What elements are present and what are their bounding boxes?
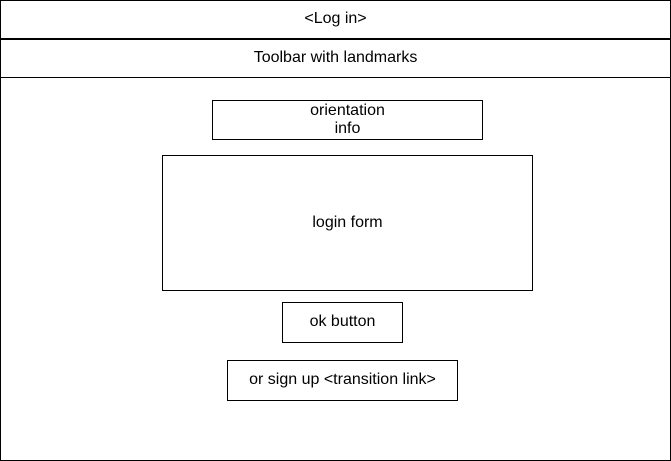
orientation-info-line-1: orientation <box>310 101 385 119</box>
toolbar: Toolbar with landmarks <box>0 40 671 78</box>
login-form[interactable]: login form <box>162 155 533 291</box>
sign-up-link[interactable]: or sign up <transition link> <box>227 360 458 401</box>
toolbar-label: Toolbar with landmarks <box>253 49 418 67</box>
page-title: <Log in> <box>304 10 367 28</box>
orientation-info-line-2: info <box>334 120 361 137</box>
sign-up-link-label: or sign up <transition link> <box>249 371 436 389</box>
ok-button-label: ok button <box>309 313 376 331</box>
page-header: <Log in> <box>0 0 671 40</box>
ok-button[interactable]: ok button <box>282 302 403 343</box>
orientation-info: orientation info <box>212 100 483 140</box>
login-form-label: login form <box>312 213 383 231</box>
